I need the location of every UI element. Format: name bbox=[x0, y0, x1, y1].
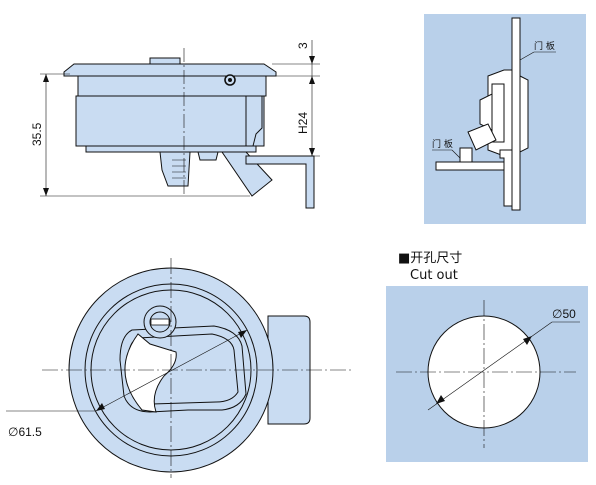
latch-stem bbox=[159, 151, 191, 187]
door-panel-label-bottom: 门 板 bbox=[432, 138, 453, 150]
door-panel-horizontal bbox=[435, 161, 509, 171]
cutout-title-cn: ■开孔尺寸 bbox=[398, 251, 462, 266]
front-view bbox=[6, 258, 352, 478]
latch-body-lower bbox=[75, 95, 265, 147]
dim-total-height-label: 35.5 bbox=[30, 122, 44, 146]
door-panel-label-top: 门 板 bbox=[534, 40, 555, 52]
latch-cam bbox=[221, 151, 273, 197]
side-view bbox=[40, 40, 320, 209]
section-view bbox=[424, 14, 586, 224]
front-grip-crescent bbox=[124, 333, 177, 413]
latch-top-cap bbox=[149, 57, 181, 65]
door-panel-vertical bbox=[511, 17, 521, 211]
cutout-view bbox=[386, 286, 588, 462]
dim-h24-label: H24 bbox=[296, 112, 310, 134]
latch-body bbox=[77, 75, 267, 97]
dim-diameter-61-5-label: ∅61.5 bbox=[8, 425, 42, 439]
section-knob bbox=[519, 75, 529, 153]
latch-flange bbox=[63, 63, 277, 77]
dim-diameter-50-label: ∅50 bbox=[552, 307, 576, 321]
dim-flange-label: 3 bbox=[296, 42, 310, 49]
cutout-title-en: Cut out bbox=[410, 268, 458, 283]
